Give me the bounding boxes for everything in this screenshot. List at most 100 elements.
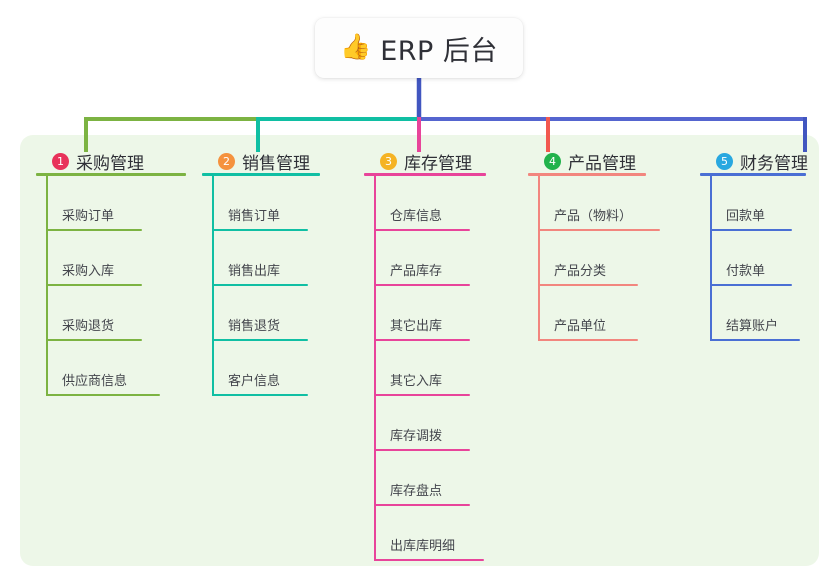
leaf-underline xyxy=(212,339,308,341)
leaf-node[interactable]: 出库库明细 xyxy=(374,506,484,561)
leaf-underline xyxy=(46,284,142,286)
leaf-label: 供应商信息 xyxy=(62,374,128,389)
leaf-node[interactable]: 客户信息 xyxy=(212,341,308,396)
leaf-label: 出库库明细 xyxy=(390,539,456,554)
leaf-label: 采购退货 xyxy=(62,319,115,334)
leaf-node[interactable]: 采购入库 xyxy=(46,231,142,286)
leaf-node[interactable]: 库存调拨 xyxy=(374,396,470,451)
branch-column-2: 2 销售管理销售订单销售出库销售退货客户信息 xyxy=(202,146,320,396)
root-title: ERP 后台 xyxy=(380,35,498,67)
leaf-node[interactable]: 采购退货 xyxy=(46,286,142,341)
leaf-underline xyxy=(212,284,308,286)
leaf-label: 其它入库 xyxy=(390,374,443,389)
thumbs-up-icon: 👍 xyxy=(340,32,372,61)
branches-panel xyxy=(20,135,819,566)
leaf-node[interactable]: 产品（物料） xyxy=(538,176,660,231)
leaf-label: 仓库信息 xyxy=(390,209,443,224)
leaf-node[interactable]: 其它出库 xyxy=(374,286,470,341)
branch-label-5: 财务管理 xyxy=(740,153,808,174)
leaf-underline xyxy=(46,339,142,341)
leaf-label: 库存盘点 xyxy=(390,484,443,499)
leaf-label: 付款单 xyxy=(726,264,766,279)
leaf-label: 客户信息 xyxy=(228,374,281,389)
leaf-underline xyxy=(374,449,470,451)
branch-children-1: 采购订单采购入库采购退货供应商信息 xyxy=(36,176,186,396)
leaf-node[interactable]: 回款单 xyxy=(710,176,792,231)
leaf-underline xyxy=(374,339,470,341)
leaf-underline xyxy=(710,284,792,286)
leaf-underline xyxy=(710,229,792,231)
leaf-underline xyxy=(374,229,470,231)
leaf-node[interactable]: 销售订单 xyxy=(212,176,308,231)
branch-column-4: 4 产品管理产品（物料） 产品分类产品单位 xyxy=(528,146,660,341)
branch-header-5[interactable]: 5 财务管理 xyxy=(700,146,808,176)
leaf-node[interactable]: 库存盘点 xyxy=(374,451,470,506)
leaf-node[interactable]: 销售退货 xyxy=(212,286,308,341)
branch-header-1[interactable]: 1 采购管理 xyxy=(36,146,186,176)
branch-spine-4 xyxy=(538,176,540,341)
branch-underline-3 xyxy=(364,173,486,176)
leaf-node[interactable]: 付款单 xyxy=(710,231,792,286)
leaf-label: 产品单位 xyxy=(554,319,607,334)
leaf-underline xyxy=(538,284,638,286)
leaf-label: 销售出库 xyxy=(228,264,281,279)
branch-badge-5: 5 xyxy=(716,152,733,170)
branch-spine-5 xyxy=(710,176,712,341)
branch-underline-2 xyxy=(202,173,320,176)
branch-underline-5 xyxy=(700,173,806,176)
branch-spine-2 xyxy=(212,176,214,396)
leaf-label: 采购订单 xyxy=(62,209,115,224)
branch-children-3: 仓库信息产品库存其它出库其它入库库存调拨库存盘点出库库明细 xyxy=(364,176,486,561)
leaf-label: 销售退货 xyxy=(228,319,281,334)
branch-header-4[interactable]: 4 产品管理 xyxy=(528,146,646,176)
leaf-underline xyxy=(374,284,470,286)
leaf-label: 产品（物料） xyxy=(554,209,633,224)
leaf-label: 库存调拨 xyxy=(390,429,443,444)
leaf-node[interactable]: 采购订单 xyxy=(46,176,142,231)
branch-label-4: 产品管理 xyxy=(568,153,636,174)
branch-badge-3: 3 xyxy=(380,152,397,170)
leaf-node[interactable]: 产品分类 xyxy=(538,231,638,286)
leaf-underline xyxy=(538,339,638,341)
leaf-node[interactable]: 产品单位 xyxy=(538,286,638,341)
branch-label-1: 采购管理 xyxy=(76,153,144,174)
branch-spine-3 xyxy=(374,176,376,561)
leaf-label: 销售订单 xyxy=(228,209,281,224)
branch-children-2: 销售订单销售出库销售退货客户信息 xyxy=(202,176,320,396)
branch-badge-2: 2 xyxy=(218,152,235,170)
leaf-underline xyxy=(374,394,470,396)
leaf-label: 回款单 xyxy=(726,209,766,224)
leaf-node[interactable]: 仓库信息 xyxy=(374,176,470,231)
root-node[interactable]: 👍 ERP 后台 xyxy=(315,18,523,78)
branch-column-1: 1 采购管理采购订单采购入库采购退货供应商信息 xyxy=(36,146,186,396)
leaf-underline xyxy=(374,504,470,506)
branch-column-3: 3 库存管理仓库信息产品库存其它出库其它入库库存调拨库存盘点出库库明细 xyxy=(364,146,486,561)
leaf-node[interactable]: 结算账户 xyxy=(710,286,800,341)
branch-label-3: 库存管理 xyxy=(404,153,472,174)
branch-header-3[interactable]: 3 库存管理 xyxy=(364,146,486,176)
branch-badge-1: 1 xyxy=(52,152,69,170)
leaf-node[interactable]: 产品库存 xyxy=(374,231,470,286)
leaf-label: 其它出库 xyxy=(390,319,443,334)
branch-badge-4: 4 xyxy=(544,152,561,170)
leaf-node[interactable]: 销售出库 xyxy=(212,231,308,286)
branch-underline-4 xyxy=(528,173,646,176)
leaf-underline xyxy=(46,394,160,396)
branch-header-2[interactable]: 2 销售管理 xyxy=(202,146,320,176)
branch-children-5: 回款单付款单结算账户 xyxy=(700,176,806,341)
leaf-node[interactable]: 其它入库 xyxy=(374,341,470,396)
branch-spine-1 xyxy=(46,176,48,396)
leaf-node[interactable]: 供应商信息 xyxy=(46,341,160,396)
leaf-label: 产品分类 xyxy=(554,264,607,279)
branch-children-4: 产品（物料） 产品分类产品单位 xyxy=(528,176,660,341)
leaf-label: 产品库存 xyxy=(390,264,443,279)
leaf-underline xyxy=(46,229,142,231)
leaf-label: 采购入库 xyxy=(62,264,115,279)
leaf-underline xyxy=(538,229,660,231)
branch-label-2: 销售管理 xyxy=(242,153,310,174)
branch-underline-1 xyxy=(36,173,186,176)
leaf-underline xyxy=(212,229,308,231)
leaf-label: 结算账户 xyxy=(726,319,779,334)
